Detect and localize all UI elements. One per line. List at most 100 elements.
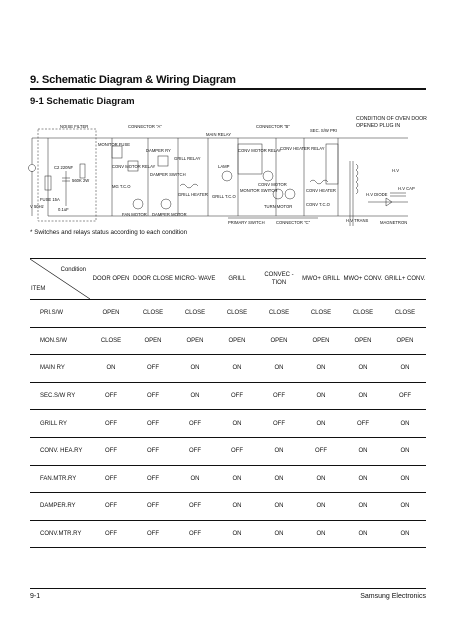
monitor-switch-label: MONITOR SWITCH [240, 188, 277, 193]
status-cell: ON [300, 465, 342, 494]
status-cell: OFF [300, 437, 342, 466]
status-cell: CLOSE [384, 299, 426, 328]
status-cell: ON [300, 520, 342, 549]
damper-motor-symbol [160, 198, 172, 210]
grill-relay-label: GRILL RELAY [174, 156, 201, 161]
corner-diagonal [30, 259, 90, 299]
monitor-fuse-label: MONITOR FUSE [98, 142, 130, 147]
sec-switch-label: SEC. S/W PRI [310, 128, 337, 133]
status-cell: OFF [132, 409, 174, 438]
table-note: * Switches and relays status according t… [30, 229, 188, 236]
damper-motor-label: DAMPER MOTOR [152, 212, 187, 217]
status-cell: OFF [174, 437, 216, 466]
status-cell: OFF [90, 520, 132, 549]
motor-relay-label: CONV MOTOR RELAY [112, 164, 156, 169]
connector-b-label: CONNECTOR "B" [256, 124, 290, 129]
status-cell: CLOSE [90, 327, 132, 356]
status-cell: ON [300, 354, 342, 383]
main-relay-label: MAIN RELAY [206, 132, 231, 137]
status-cell: ON [342, 382, 384, 411]
status-cell: OFF [90, 382, 132, 411]
conv-heater-relay-label: CONV HEATER RELAY [280, 146, 325, 151]
row-item-label: GRILL RY [30, 409, 90, 438]
row-item-label: CONV.MTR.RY [30, 520, 90, 549]
fan-motor-label: FAN MOTOR [122, 212, 147, 217]
status-cell: ON [384, 465, 426, 494]
row-item-label: CONV. HEA.RY [30, 437, 90, 466]
status-cell: ON [258, 465, 300, 494]
status-cell: OFF [90, 492, 132, 521]
grill-tco-label: GRILL T.C.O [212, 194, 236, 199]
conv-heater-symbol [309, 179, 329, 185]
page-number: 9-1 [30, 593, 41, 600]
status-cell: ON [174, 465, 216, 494]
magnetron-label: MAGNETRON [380, 220, 407, 225]
status-cell: OFF [132, 465, 174, 494]
status-cell: ON [216, 492, 258, 521]
status-cell: OPEN [216, 327, 258, 356]
status-cell: CLOSE [216, 299, 258, 328]
status-cell: ON [384, 492, 426, 521]
footer-rule [30, 588, 426, 589]
status-cell: OFF [174, 409, 216, 438]
status-cell: ON [174, 382, 216, 411]
column-header: GRILL+ CONV. [384, 258, 426, 300]
hv-label: H.V [392, 168, 399, 173]
power-terminal-n [28, 164, 36, 172]
status-cell: OFF [216, 382, 258, 411]
corner-condition-label: Condition [60, 267, 86, 273]
column-header: DOOR CLOSE [132, 258, 174, 300]
noise-filter-label: NOISE FILTER [60, 124, 88, 129]
status-cell: OFF [132, 437, 174, 466]
title-rule [30, 88, 426, 90]
status-cell: OFF [342, 409, 384, 438]
status-cell: OFF [216, 437, 258, 466]
damper-ry-label: DAMPER RY [146, 148, 171, 153]
lamp-symbol [221, 170, 233, 182]
status-cell: OFF [90, 465, 132, 494]
status-cell: OFF [132, 520, 174, 549]
row-item-label: DAMPER.RY [30, 492, 90, 521]
hv-trans-label: H.V TRANS [346, 218, 368, 223]
status-cell: ON [258, 437, 300, 466]
grill-heater-label: GRILL HEATER [178, 192, 208, 197]
cap-small-label: 0.1uF [58, 207, 69, 212]
status-cell: OFF [132, 354, 174, 383]
conv-motor-symbol [262, 170, 274, 182]
status-cell: OPEN [174, 327, 216, 356]
column-header: GRILL [216, 258, 258, 300]
resistor-label: 560K 2W [72, 178, 89, 183]
status-cell: CLOSE [132, 299, 174, 328]
row-item-label: MON.S/W [30, 327, 90, 356]
status-cell: OPEN [90, 299, 132, 328]
noise-filter-box [37, 128, 97, 222]
row-item-label: PRI.S/W [30, 299, 90, 328]
status-cell: ON [300, 492, 342, 521]
connector-c-label: CONNECTOR "C" [276, 220, 311, 225]
status-cell: ON [342, 437, 384, 466]
status-cell: OPEN [384, 327, 426, 356]
damper-switch-label: DAMPER SWITCH [150, 172, 186, 177]
power-in-label: V 50Hz [30, 204, 44, 209]
status-cell: ON [342, 520, 384, 549]
row-item-label: FAN.MTR.RY [30, 465, 90, 494]
conv-tco-label: CONV T.C.O [306, 202, 331, 207]
status-cell: OPEN [300, 327, 342, 356]
row-item-label: MAIN RY [30, 354, 90, 383]
status-cell: ON [384, 409, 426, 438]
column-header: MWO+ GRILL [300, 258, 342, 300]
section-subtitle: 9-1 Schematic Diagram [30, 96, 135, 107]
status-cell: ON [342, 465, 384, 494]
fuse-symbol [44, 175, 52, 191]
column-header: MICRO- WAVE [174, 258, 216, 300]
row-item-label: SEC.S/W RY [30, 382, 90, 411]
status-cell: ON [342, 354, 384, 383]
